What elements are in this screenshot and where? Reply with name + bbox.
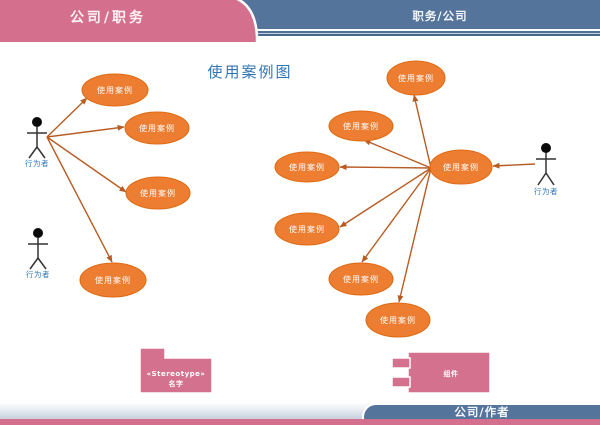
ellipse-shape: [386, 60, 446, 96]
connector-arrow[interactable]: [46, 97, 88, 138]
use-case-ellipse[interactable]: 使用案例: [274, 151, 340, 183]
use-case-ellipse[interactable]: 使用案例: [429, 149, 493, 185]
use-case-label: 使用案例: [97, 85, 133, 95]
actor-figure[interactable]: 行为者: [25, 117, 49, 168]
use-case-label: 使用案例: [140, 188, 176, 198]
connector-group: [46, 94, 536, 303]
actor-figure[interactable]: 行为者: [534, 143, 558, 196]
footer-blue-banner: 公司/作者: [362, 403, 600, 420]
use-case-ellipse[interactable]: 使用案例: [274, 212, 340, 246]
package-name-label: 名字: [169, 379, 184, 388]
component-label: 组件: [444, 369, 459, 378]
connector-arrow[interactable]: [361, 167, 432, 263]
component-shape[interactable]: 组件: [391, 351, 491, 394]
ellipse-shape: [125, 176, 191, 210]
component-tab: [391, 376, 411, 388]
header-pink-banner: [0, 0, 259, 42]
footer-banner-label: 公司/作者: [454, 405, 510, 419]
use-case-label: 使用案例: [343, 274, 379, 284]
actor-head: [541, 143, 551, 153]
ellipse-shape: [429, 149, 493, 185]
use-case-label: 使用案例: [343, 121, 379, 131]
connector-arrow[interactable]: [46, 136, 113, 263]
ellipse-shape: [274, 212, 340, 246]
header-left-banner-label: 公司/职务: [69, 10, 147, 26]
connector-arrow[interactable]: [412, 94, 432, 169]
header-right-banner-label: 职务/公司: [412, 9, 468, 23]
actor-label: 行为者: [26, 269, 50, 279]
ellipse-shape: [274, 151, 340, 183]
actor-leg: [36, 146, 46, 159]
connector-arrow[interactable]: [339, 164, 432, 171]
use-case-ellipse[interactable]: 使用案例: [124, 111, 190, 145]
use-case-ellipse[interactable]: 使用案例: [328, 110, 394, 142]
use-case-label: 使用案例: [139, 123, 175, 133]
ellipse-shape: [365, 302, 431, 338]
header-divider-lines: [0, 31, 600, 36]
actor-label: 行为者: [25, 158, 49, 168]
package-shape[interactable]: «Stereotype» 名字: [139, 347, 213, 394]
use-case-label: 使用案例: [289, 162, 325, 172]
use-case-ellipse[interactable]: 使用案例: [81, 73, 149, 107]
use-case-ellipse[interactable]: 使用案例: [328, 262, 394, 296]
use-case-label: 使用案例: [398, 73, 434, 83]
actor-leg: [537, 172, 547, 186]
connector-arrow[interactable]: [397, 167, 432, 303]
actor-head: [33, 228, 43, 238]
connector-arrow[interactable]: [46, 124, 125, 138]
actor-leg: [37, 257, 47, 270]
actor-leg: [28, 146, 38, 159]
use-case-ellipse[interactable]: 使用案例: [386, 60, 446, 96]
actor-label: 行为者: [534, 186, 558, 196]
package-outline: [139, 347, 213, 394]
ellipse-shape: [79, 262, 147, 298]
actor-head: [32, 117, 42, 127]
use-case-ellipse[interactable]: 使用案例: [365, 302, 431, 338]
component-body: [407, 351, 491, 394]
page-title: 使用案例图: [207, 63, 293, 81]
actor-figure[interactable]: 行为者: [26, 228, 50, 279]
actor-leg: [545, 172, 555, 186]
connector-arrow[interactable]: [339, 167, 432, 228]
package-stereotype-label: «Stereotype»: [147, 370, 206, 378]
connector-arrow[interactable]: [363, 139, 432, 169]
use-case-label: 使用案例: [380, 315, 416, 325]
use-case-label: 使用案例: [289, 224, 325, 234]
component-tab: [391, 357, 411, 369]
ellipse-shape: [328, 262, 394, 296]
use-case-ellipse[interactable]: 使用案例: [79, 262, 147, 298]
pink-banner-shape: [0, 0, 259, 42]
ellipse-shape: [328, 110, 394, 142]
ellipse-shape: [124, 111, 190, 145]
use-case-group: 使用案例 使用案例 使用案例 使用案例 使用案例 使用案例: [79, 60, 493, 338]
connector-arrow[interactable]: [492, 162, 536, 169]
use-case-label: 使用案例: [95, 275, 131, 285]
actor-leg: [29, 257, 39, 270]
connector-arrow[interactable]: [46, 136, 127, 193]
use-case-ellipse[interactable]: 使用案例: [125, 176, 191, 210]
use-case-label: 使用案例: [443, 162, 479, 172]
footer-pink-bar: [0, 419, 600, 425]
ellipse-shape: [81, 73, 149, 107]
